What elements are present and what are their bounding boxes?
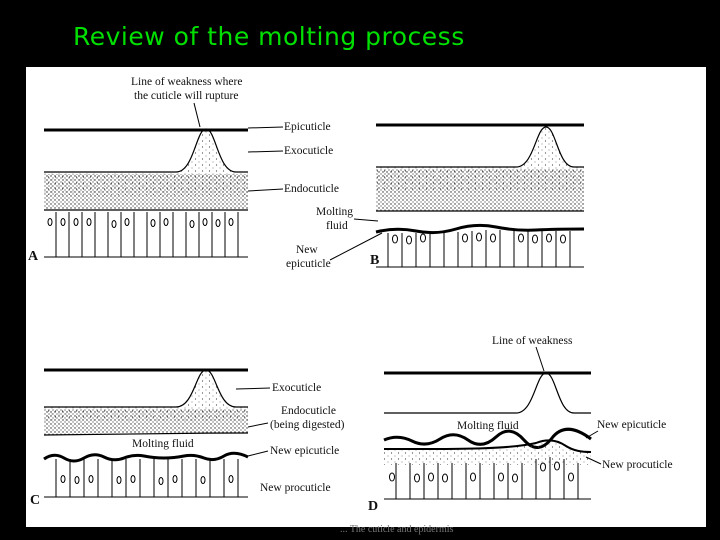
label-new-procuticle-d: New procuticle: [602, 459, 673, 471]
label-endocuticle-c1: Endocuticle: [281, 405, 336, 417]
label-new-epicuticle-c: New epicuticle: [270, 445, 339, 457]
label-exocuticle: Exocuticle: [284, 145, 333, 157]
label-new-epicuticle-d: New epicuticle: [597, 419, 666, 431]
label-epicuticle: Epicuticle: [284, 121, 331, 133]
label-molting-fluid-d: Molting fluid: [457, 420, 519, 432]
panel-letter-a: A: [28, 249, 39, 264]
molting-diagram: Line of weakness where the cuticle will …: [26, 67, 706, 527]
label-exocuticle-c: Exocuticle: [272, 382, 321, 394]
label-weakness-line1: Line of weakness where: [131, 76, 242, 88]
panel-letter-c: C: [30, 493, 40, 508]
label-weakness-line2: the cuticle will rupture: [134, 90, 238, 102]
label-new-epicuticle-b2: epicuticle: [286, 258, 331, 270]
panel-c: Molting fluid Exocuticle Endocuticle (be…: [30, 370, 345, 508]
label-line-of-weakness-d: Line of weakness: [492, 335, 573, 347]
figure-caption: ... The cuticle and epidermis: [340, 524, 453, 535]
slide-title: Review of the molting process: [73, 22, 465, 51]
label-new-epicuticle-b1: New: [296, 244, 318, 256]
label-new-procuticle-c: New procuticle: [260, 482, 331, 494]
panel-a: Line of weakness where the cuticle will …: [28, 76, 339, 264]
panel-d: Line of weakness Molting fluid New epicu…: [368, 335, 673, 514]
label-molting-fluid-c: Molting fluid: [132, 438, 194, 450]
panel-letter-d: D: [368, 499, 378, 514]
panel-letter-b: B: [370, 253, 379, 268]
label-endocuticle-c2: (being digested): [270, 419, 345, 431]
label-molting-fluid-b1: Molting: [316, 206, 353, 218]
label-endocuticle: Endocuticle: [284, 183, 339, 195]
label-molting-fluid-b2: fluid: [326, 220, 348, 232]
